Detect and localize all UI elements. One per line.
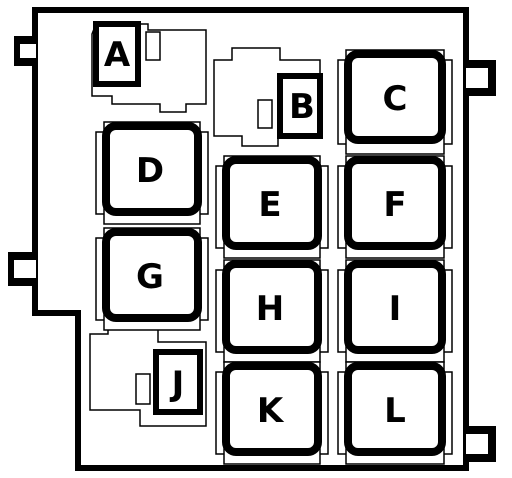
left-mounting-tab-top <box>14 36 36 66</box>
relay-e: E <box>215 155 329 259</box>
relay-b-label: B <box>289 87 315 127</box>
relay-j-label: J <box>170 364 185 404</box>
relay-j: J <box>89 327 207 427</box>
relay-d: D <box>95 121 209 225</box>
relay-l-label: L <box>384 391 406 431</box>
relay-a-label: A <box>104 35 131 75</box>
relay-c: C <box>337 49 453 155</box>
relay-g: G <box>95 227 209 331</box>
relay-d-label: D <box>136 151 164 191</box>
left-mounting-tab-bottom <box>8 252 36 286</box>
relay-k: K <box>215 361 329 465</box>
relay-h: H <box>215 259 329 363</box>
right-mounting-tab-bottom <box>466 426 496 462</box>
relay-k-label: K <box>257 391 285 431</box>
relay-e-label: E <box>258 185 281 225</box>
relay-a: A <box>91 21 207 113</box>
relay-i: I <box>337 259 453 363</box>
relay-g-label: G <box>136 257 164 297</box>
relay-h-label: H <box>256 289 284 329</box>
right-mounting-tab-top <box>466 60 496 96</box>
relay-l: L <box>337 361 453 465</box>
relay-f-label: F <box>383 185 406 225</box>
relay-b: B <box>213 47 323 147</box>
relay-i-label: I <box>389 289 402 329</box>
relay-c-label: C <box>383 79 408 119</box>
relay-f: F <box>337 155 453 259</box>
